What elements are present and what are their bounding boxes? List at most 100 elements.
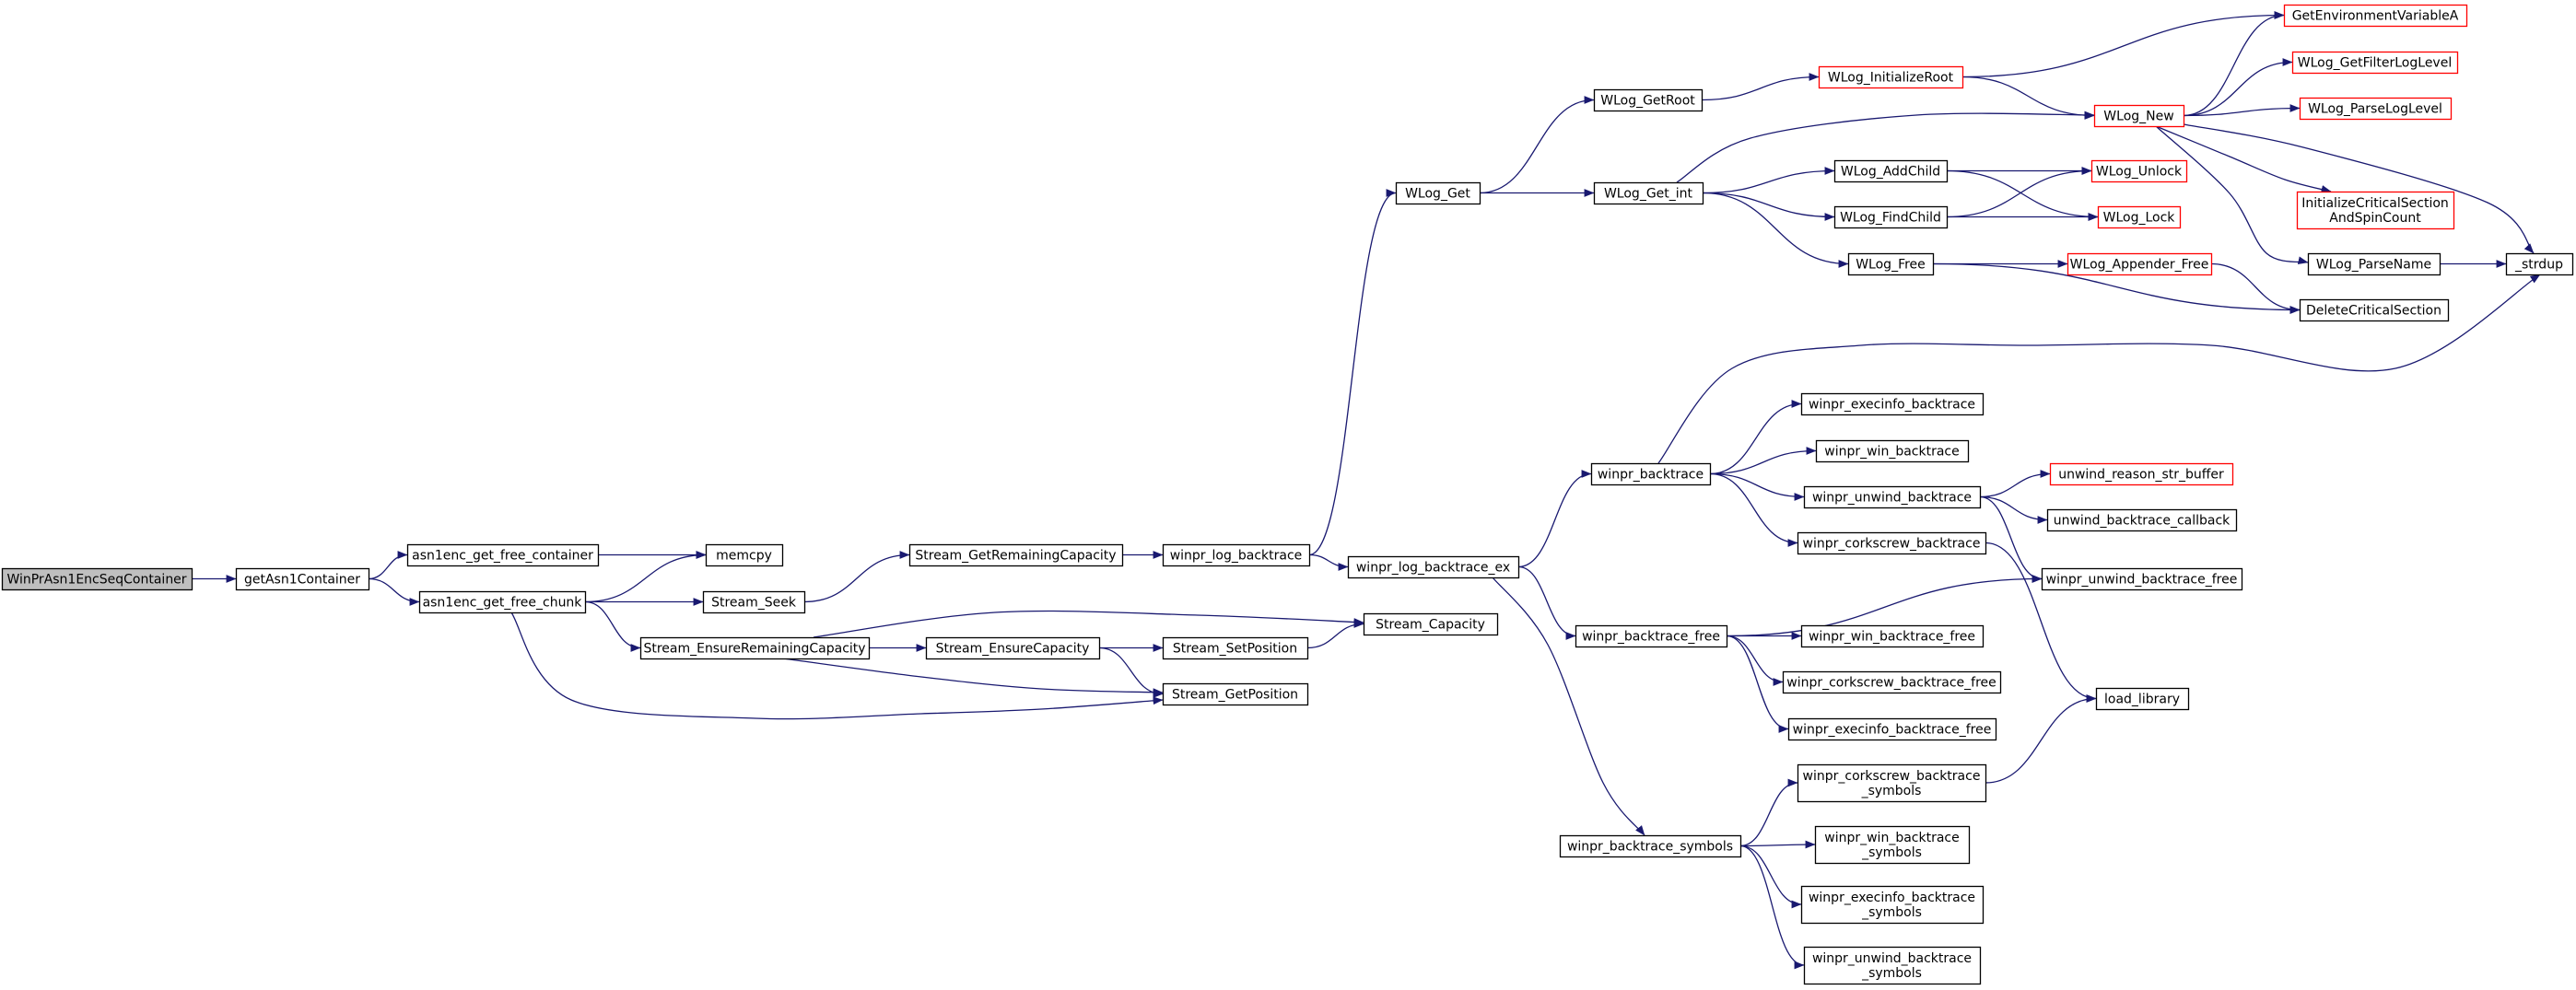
node-label: WLog_Free: [1856, 258, 1926, 273]
node-label: memcpy: [716, 549, 772, 564]
node-WLog_GetFilterLogLevel[interactable]: WLog_GetFilterLogLevel: [2291, 51, 2459, 75]
edge-winpr_backtrace_symbols-to-winpr_corkscrew_backtrace_symbols: [1739, 778, 1798, 847]
node-Stream_Seek[interactable]: Stream_Seek: [702, 590, 806, 614]
node-winpr_win_backtrace_free[interactable]: winpr_win_backtrace_free: [1800, 624, 1985, 648]
edge-winpr_corkscrew_backtrace_symbols-to-load_library: [1985, 694, 2097, 784]
node-winpr_win_backtrace_symbols[interactable]: winpr_win_backtrace_symbols: [1814, 825, 1971, 865]
node-Stream_GetRemainingCapacity[interactable]: Stream_GetRemainingCapacity: [908, 543, 1124, 567]
node-root[interactable]: WinPrAsn1EncSeqContainer: [1, 567, 193, 591]
edge-Stream_EnsureRemainingCapacity-to-Stream_Capacity: [813, 610, 1364, 638]
node-winpr_unwind_backtrace_free[interactable]: winpr_unwind_backtrace_free: [2041, 567, 2243, 591]
node-label: Stream_EnsureCapacity: [936, 642, 1090, 657]
edge-Stream_Seek-to-Stream_GetRemainingCapacity: [803, 551, 910, 603]
node-label: Stream_GetPosition: [1172, 688, 1298, 703]
edge-winpr_unwind_backtrace-to-unwind_reason_str_buffer: [1979, 470, 2051, 498]
node-unwind_reason_str_buffer[interactable]: unwind_reason_str_buffer: [2049, 462, 2234, 486]
node-winpr_corkscrew_backtrace_symbols[interactable]: winpr_corkscrew_backtrace_symbols: [1797, 763, 1987, 803]
node-winpr_unwind_backtrace[interactable]: winpr_unwind_backtrace: [1803, 485, 1982, 509]
node-label: Stream_GetRemainingCapacity: [915, 549, 1116, 564]
node-load_library[interactable]: load_library: [2095, 687, 2190, 711]
node-label: unwind_reason_str_buffer: [2058, 468, 2224, 483]
node-winpr_win_backtrace[interactable]: winpr_win_backtrace: [1815, 439, 1970, 463]
node-Stream_Capacity[interactable]: Stream_Capacity: [1363, 612, 1499, 636]
node-label: WinPrAsn1EncSeqContainer: [6, 573, 186, 588]
edge-WLog_New-to-GetEnvironmentVariableA: [2183, 11, 2285, 117]
node-WLog_ParseName[interactable]: WLog_ParseName: [2307, 252, 2441, 276]
node-label: asn1enc_get_free_chunk: [423, 596, 583, 611]
node-label: winpr_log_backtrace: [1170, 549, 1303, 564]
node-box: [2095, 687, 2190, 711]
node-label: asn1enc_get_free_container: [412, 549, 593, 564]
node-label: WLog_Get_int: [1604, 187, 1693, 202]
node-WLog_Lock[interactable]: WLog_Lock: [2097, 205, 2182, 229]
node-box: [1782, 670, 2002, 694]
node-_strdup[interactable]: _strdup: [2505, 252, 2574, 276]
node-label: _symbols: [1861, 845, 1922, 860]
edge-winpr_log_backtrace_ex-to-winpr_backtrace: [1517, 470, 1592, 568]
node-label: _strdup: [2514, 258, 2563, 273]
node-winpr_log_backtrace[interactable]: winpr_log_backtrace: [1162, 543, 1311, 567]
node-WLog_FindChild[interactable]: WLog_FindChild: [1833, 205, 1949, 229]
node-label: Stream_SetPosition: [1173, 642, 1297, 657]
node-asn1enc_get_free_container[interactable]: asn1enc_get_free_container: [406, 543, 600, 567]
node-label: WLog_ParseName: [2316, 258, 2431, 273]
node-label: Stream_Seek: [711, 596, 797, 611]
node-winpr_backtrace_free[interactable]: winpr_backtrace_free: [1575, 624, 1728, 648]
node-winpr_corkscrew_backtrace[interactable]: winpr_corkscrew_backtrace: [1797, 531, 1987, 555]
node-label: winpr_unwind_backtrace: [1812, 951, 1972, 966]
node-WLog_ParseLogLevel[interactable]: WLog_ParseLogLevel: [2299, 97, 2453, 121]
node-winpr_execinfo_backtrace_free[interactable]: winpr_execinfo_backtrace_free: [1787, 717, 1997, 741]
edge-WLog_Get_int-to-WLog_AddChild: [1702, 167, 1835, 194]
edge-winpr_backtrace-to-_strdup: [1657, 274, 2541, 464]
node-WLog_Appender_Free[interactable]: WLog_Appender_Free: [2067, 252, 2213, 276]
node-winpr_unwind_backtrace_symbols[interactable]: winpr_unwind_backtrace_symbols: [1803, 946, 1982, 985]
edge-winpr_corkscrew_backtrace-to-load_library: [1985, 542, 2097, 703]
node-WLog_Get_int[interactable]: WLog_Get_int: [1593, 181, 1704, 205]
node-getAsn1Container[interactable]: getAsn1Container: [235, 567, 370, 591]
edge-asn1enc_get_free_chunk-to-memcpy: [584, 551, 707, 603]
node-label: WLog_New: [2103, 110, 2173, 124]
node-winpr_backtrace_symbols[interactable]: winpr_backtrace_symbols: [1559, 834, 1742, 858]
node-Stream_SetPosition[interactable]: Stream_SetPosition: [1162, 636, 1309, 660]
node-box: [1575, 624, 1728, 648]
node-memcpy[interactable]: memcpy: [705, 543, 784, 567]
node-box: [1347, 555, 1520, 579]
node-label: _symbols: [1861, 966, 1922, 981]
node-winpr_backtrace[interactable]: winpr_backtrace: [1590, 462, 1712, 486]
node-label: winpr_unwind_backtrace: [1812, 491, 1972, 506]
node-winpr_execinfo_backtrace_symbols[interactable]: winpr_execinfo_backtrace_symbols: [1800, 885, 1985, 925]
node-box: [1818, 65, 1964, 89]
node-WLog_AddChild[interactable]: WLog_AddChild: [1833, 159, 1949, 183]
node-Stream_EnsureRemainingCapacity[interactable]: Stream_EnsureRemainingCapacity: [639, 636, 871, 660]
node-Stream_GetPosition[interactable]: Stream_GetPosition: [1162, 682, 1309, 706]
node-box: [1803, 946, 1982, 985]
node-winpr_corkscrew_backtrace_free[interactable]: winpr_corkscrew_backtrace_free: [1782, 670, 2002, 694]
node-box: [2505, 252, 2574, 276]
node-winpr_execinfo_backtrace[interactable]: winpr_execinfo_backtrace: [1800, 392, 1985, 416]
node-box: [1797, 531, 1987, 555]
edges: [192, 11, 2541, 970]
node-WLog_GetRoot[interactable]: WLog_GetRoot: [1593, 88, 1704, 112]
edge-WLog_New-to-WLog_ParseName: [2155, 125, 2309, 265]
nodes: WinPrAsn1EncSeqContainer getAsn1Container…: [1, 4, 2574, 985]
edge-winpr_backtrace_free-to-winpr_execinfo_backtrace_free: [1726, 635, 1789, 733]
node-Stream_EnsureCapacity[interactable]: Stream_EnsureCapacity: [925, 636, 1101, 660]
node-winpr_log_backtrace_ex[interactable]: winpr_log_backtrace_ex: [1347, 555, 1520, 579]
node-label: winpr_win_backtrace_free: [1809, 630, 1975, 645]
node-asn1enc_get_free_chunk[interactable]: asn1enc_get_free_chunk: [418, 590, 587, 614]
node-WLog_New[interactable]: WLog_New: [2093, 104, 2185, 128]
node-label: WLog_Lock: [2103, 211, 2176, 226]
edge-Stream_SetPosition-to-Stream_Capacity: [1306, 620, 1364, 649]
node-WLog_Unlock[interactable]: WLog_Unlock: [2090, 159, 2188, 183]
node-GetEnvironmentVariableA[interactable]: GetEnvironmentVariableA: [2283, 4, 2468, 28]
node-WLog_InitializeRoot[interactable]: WLog_InitializeRoot: [1818, 65, 1964, 89]
edge-WLog_Appender_Free-to-DeleteCriticalSection: [2210, 262, 2301, 314]
edge-WLog_InitializeRoot-to-WLog_New: [1961, 76, 2095, 120]
node-DeleteCriticalSection[interactable]: DeleteCriticalSection: [2299, 298, 2450, 322]
node-box: [1787, 717, 1997, 741]
node-WLog_Get[interactable]: WLog_Get: [1395, 181, 1481, 205]
node-WLog_Free[interactable]: WLog_Free: [1847, 252, 1935, 276]
node-box: [2046, 508, 2238, 532]
node-unwind_backtrace_callback[interactable]: unwind_backtrace_callback: [2046, 508, 2238, 532]
